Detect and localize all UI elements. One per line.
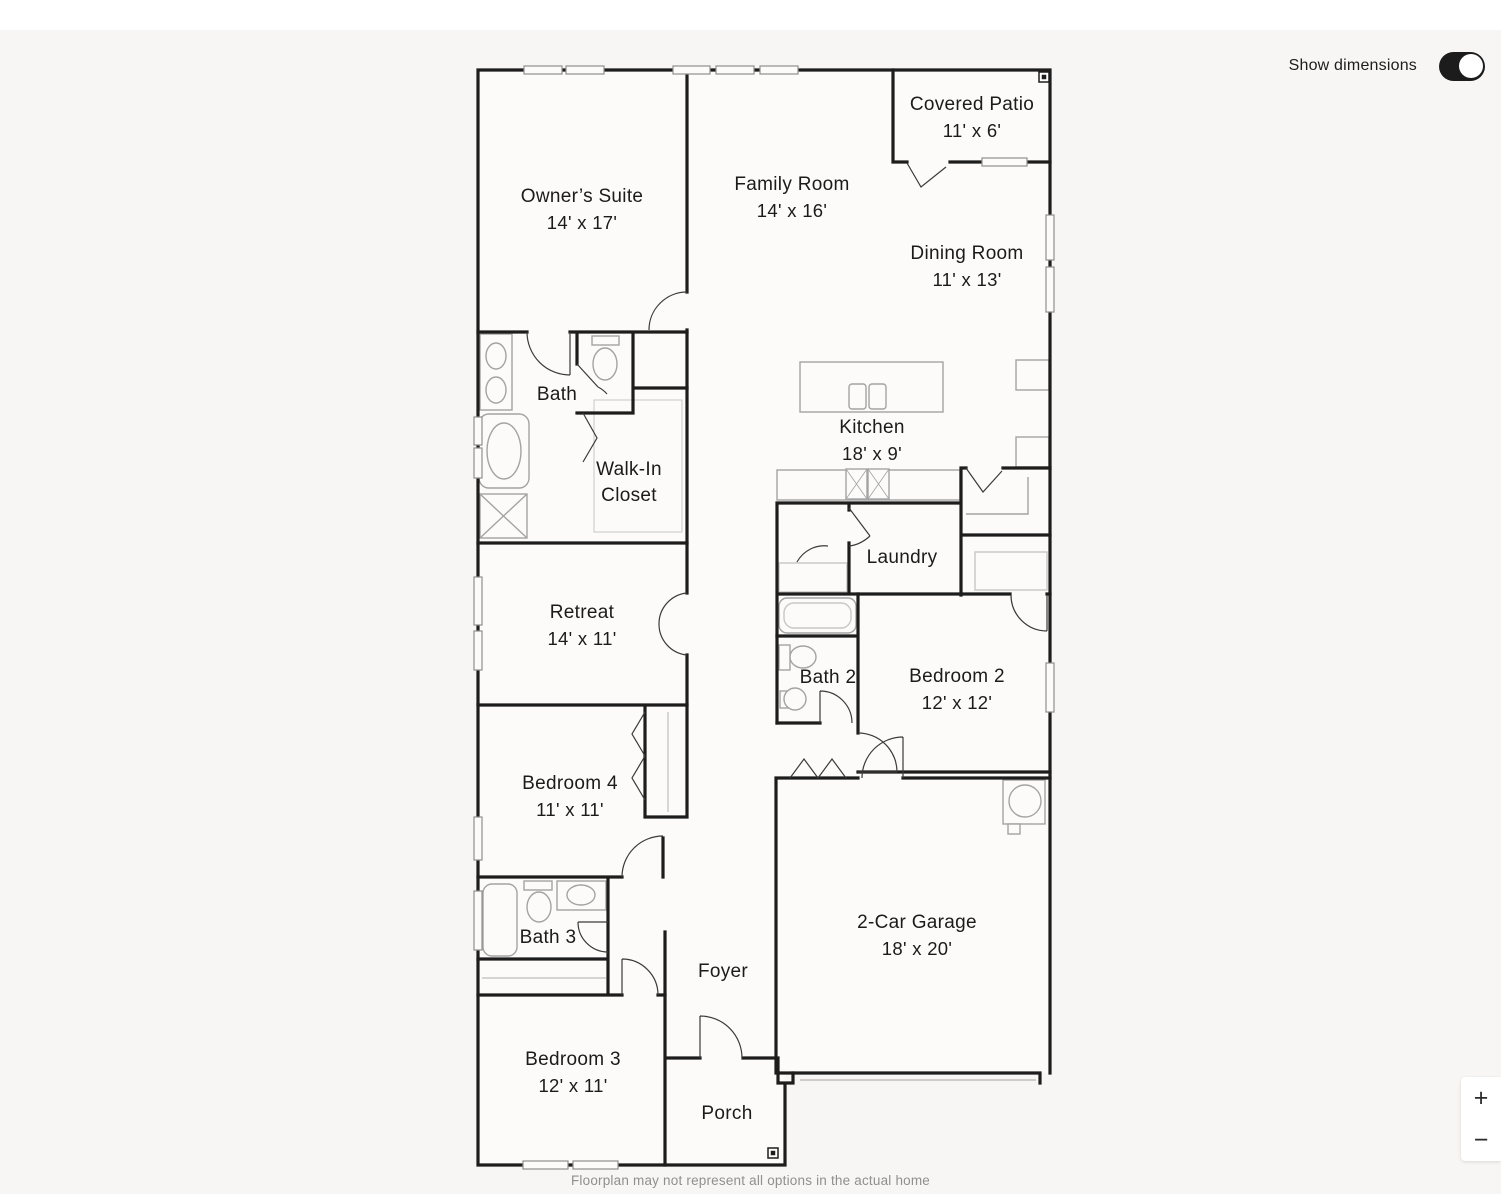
- room-label-porch: Porch: [701, 1103, 753, 1124]
- room-label-covered-patio: Covered Patio 11' x 6': [909, 94, 1035, 141]
- room-label-dining-room: Dining Room 11' x 13': [910, 243, 1024, 290]
- zoom-in-button[interactable]: +: [1461, 1078, 1501, 1118]
- room-label-garage: 2-Car Garage 18' x 20': [857, 912, 977, 959]
- room-label-bath: Bath: [536, 384, 578, 405]
- zoom-controls: + −: [1461, 1077, 1501, 1161]
- toggle-knob: [1458, 54, 1483, 78]
- show-dimensions-label: Show dimensions: [1288, 57, 1417, 74]
- floorplan-disclaimer: Floorplan may not represent all options …: [570, 1173, 931, 1188]
- floorplan-doors: [526, 162, 1048, 1059]
- room-label-kitchen: Kitchen 18' x 9': [839, 417, 905, 464]
- post-markers: [767, 71, 1050, 1159]
- show-dimensions-toggle[interactable]: [1439, 51, 1485, 81]
- floorplan-fixtures: [478, 333, 1050, 1081]
- room-label-walk-in-closet: Walk-In Closet: [596, 459, 662, 506]
- room-label-bedroom-2: Bedroom 2 12' x 12': [909, 666, 1005, 713]
- zoom-out-button[interactable]: −: [1461, 1120, 1501, 1160]
- room-label-owners-suite: Owner’s Suite 14' x 17': [520, 186, 644, 233]
- room-label-laundry: Laundry: [866, 547, 938, 568]
- room-label-retreat: Retreat 14' x 11': [547, 602, 617, 649]
- floorplan-windows: [473, 65, 1055, 1170]
- room-label-bath-3: Bath 3: [519, 927, 577, 948]
- room-label-foyer: Foyer: [697, 961, 749, 982]
- room-label-bedroom-4: Bedroom 4 11' x 11': [522, 773, 618, 820]
- room-label-bath-2: Bath 2: [799, 667, 857, 688]
- room-label-bedroom-3: Bedroom 3 12' x 11': [525, 1049, 621, 1096]
- room-label-family-room: Family Room 14' x 16': [734, 174, 850, 221]
- show-dimensions-control: Show dimensions: [1289, 50, 1485, 82]
- top-white-bar: [0, 0, 1501, 30]
